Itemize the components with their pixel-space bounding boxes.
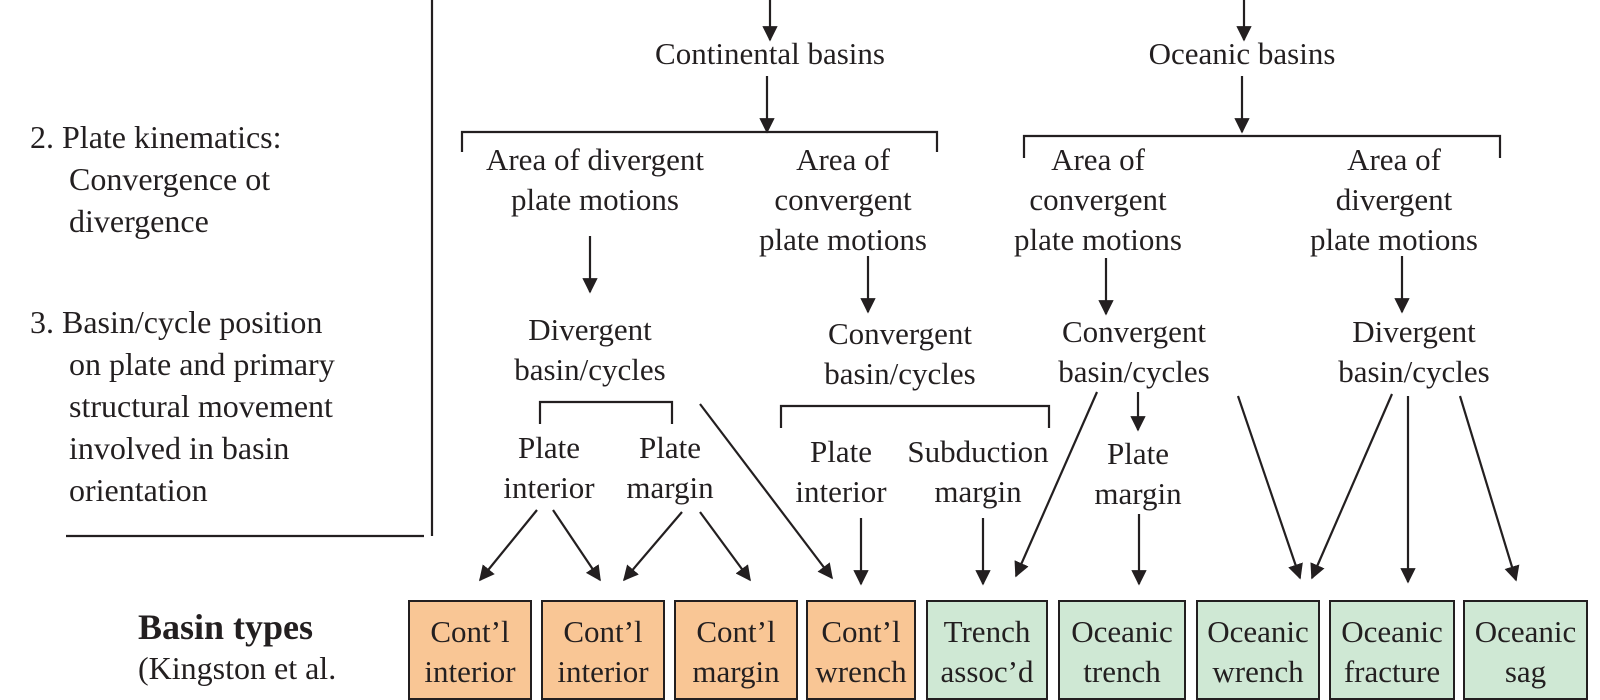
bracket-continental: [460, 130, 939, 152]
arrow-div-margin-right: [699, 511, 751, 582]
basin-box-cont-margin: Cont’l margin: [674, 600, 798, 700]
basin-box-cont-wrench: Cont’l wrench: [806, 600, 916, 700]
arrow-ocean-div-to-wrench: [1310, 393, 1394, 580]
node-oceanic-basins: Oceanic basins: [1148, 36, 1336, 71]
node-text-line: margin: [934, 474, 1022, 509]
basin-box-trench-assoc: Trench assoc’d: [926, 600, 1048, 700]
node-text-line: interior: [503, 470, 595, 505]
node-div-plate-interior: Plate interior: [484, 428, 614, 508]
node-text-line: Plate: [1107, 436, 1169, 471]
basin-box-line: sag: [1504, 654, 1547, 689]
basin-box-line: fracture: [1343, 654, 1441, 689]
basin-box-line: wrench: [815, 654, 907, 689]
basin-box-oceanic-trench: Oceanic trench: [1058, 600, 1186, 700]
arrow-div-interior-right: [552, 509, 601, 582]
basin-box-line: assoc’d: [940, 654, 1034, 689]
node-cont-convergent-area: Area of convergent plate motions: [718, 140, 968, 260]
bracket-oceanic: [1022, 134, 1502, 158]
node-ocean-convergent-cycles: Convergent basin/cycles: [1024, 312, 1244, 392]
criterion-2-line-1: 2. Plate kinematics:: [30, 119, 282, 155]
criterion-3-line-1: 3. Basin/cycle position: [30, 304, 323, 340]
basin-box-oceanic-sag: Oceanic sag: [1463, 600, 1588, 700]
node-text-line: convergent: [1029, 182, 1167, 217]
node-text-line: Area of: [1051, 142, 1145, 177]
basin-box-line: Oceanic: [1207, 614, 1309, 649]
basin-box-oceanic-wrench: Oceanic wrench: [1196, 600, 1320, 700]
node-conv-subduction-margin: Subduction margin: [896, 432, 1060, 512]
basin-box-line: interior: [424, 654, 516, 689]
node-text-line: basin/cycles: [514, 352, 666, 387]
node-text-line: basin/cycles: [824, 356, 976, 391]
basin-box-cont-interior-1: Cont’l interior: [408, 600, 532, 700]
arrow-div-margin-left: [623, 511, 683, 582]
basin-box-line: wrench: [1212, 654, 1304, 689]
basin-box-line: Cont’l: [696, 614, 776, 649]
node-ocean-divergent-area: Area of divergent plate motions: [1266, 140, 1522, 260]
node-text-line: plate motions: [511, 182, 679, 217]
basin-classification-diagram: 2. Plate kinematics: Convergence ot dive…: [30, 0, 1588, 700]
basin-types-title: Basin types: [138, 607, 314, 647]
arrow-div-interior-left: [479, 509, 538, 582]
basin-box-line: Oceanic: [1341, 614, 1443, 649]
criterion-3-line-2: on plate and primary: [69, 346, 335, 382]
criterion-3-line-4: involved in basin: [69, 430, 290, 466]
criterion-plate-kinematics: 2. Plate kinematics: Convergence ot dive…: [30, 116, 282, 242]
node-text-line: Area of: [796, 142, 890, 177]
node-text-line: basin/cycles: [1338, 354, 1490, 389]
node-text-line: Plate: [639, 430, 701, 465]
node-ocean-divergent-cycles: Divergent basin/cycles: [1304, 312, 1524, 392]
node-text-line: Convergent: [827, 316, 973, 351]
node-ocean-convergent-area: Area of convergent plate motions: [970, 140, 1226, 260]
node-text-line: basin/cycles: [1058, 354, 1210, 389]
node-text-line: Divergent: [1352, 314, 1476, 349]
bracket-conv-cycles: [779, 404, 1051, 428]
basin-box-line: Cont’l: [430, 614, 510, 649]
criterion-3-line-3: structural movement: [69, 388, 333, 424]
arrow-div-cycles-to-wrench: [699, 403, 833, 580]
node-text-line: convergent: [774, 182, 912, 217]
node-text-line: Convergent: [1061, 314, 1207, 349]
node-conv-plate-interior: Plate interior: [781, 432, 901, 512]
arrow-ocean-div-to-sag: [1458, 395, 1520, 582]
basin-box-line: Trench: [943, 614, 1031, 649]
basin-types-reference: (Kingston et al.: [138, 650, 337, 686]
node-cont-divergent-cycles: Divergent basin/cycles: [480, 310, 700, 390]
node-div-plate-margin: Plate margin: [612, 428, 728, 508]
basin-box-line: margin: [692, 654, 780, 689]
arrow-ocean-conv-to-trench-assoc: [1014, 391, 1099, 578]
node-text-line: divergent: [1335, 182, 1453, 217]
criterion-3-line-5: orientation: [69, 472, 208, 508]
node-text-line: Divergent: [528, 312, 652, 347]
node-text-line: margin: [626, 470, 714, 505]
criterion-basin-position: 3. Basin/cycle position on plate and pri…: [30, 301, 335, 511]
basin-box-line: trench: [1083, 654, 1161, 689]
basin-box-line: Oceanic: [1474, 614, 1577, 649]
basin-box-cont-interior-2: Cont’l interior: [541, 600, 665, 700]
node-text-line: plate motions: [1310, 222, 1478, 257]
node-text-line: plate motions: [1014, 222, 1182, 257]
node-text-line: Plate: [518, 430, 580, 465]
basin-box-line: interior: [557, 654, 649, 689]
basin-box-line: Cont’l: [821, 614, 901, 649]
node-text-line: margin: [1094, 476, 1182, 511]
node-text-line: Subduction: [907, 434, 1049, 469]
node-text-line: plate motions: [759, 222, 927, 257]
basin-box-oceanic-fracture: Oceanic fracture: [1329, 600, 1455, 700]
node-continental-basins: Continental basins: [655, 36, 885, 71]
connector-lines: [66, 0, 1520, 586]
bracket-div-cycles: [538, 400, 674, 424]
node-text-line: Area of: [1347, 142, 1441, 177]
basin-box-line: Cont’l: [563, 614, 643, 649]
node-ocean-plate-margin: Plate margin: [1080, 434, 1196, 514]
node-cont-convergent-cycles: Convergent basin/cycles: [790, 314, 1010, 394]
node-text-line: Area of divergent: [485, 142, 705, 177]
criterion-2-line-3: divergence: [69, 203, 209, 239]
basin-box-line: Oceanic: [1071, 614, 1173, 649]
node-text-line: interior: [795, 474, 887, 509]
arrow-ocean-conv-to-wrench: [1236, 395, 1303, 580]
node-text-line: Plate: [810, 434, 872, 469]
criterion-2-line-2: Convergence ot: [69, 161, 271, 197]
node-cont-divergent-area: Area of divergent plate motions: [440, 140, 750, 220]
